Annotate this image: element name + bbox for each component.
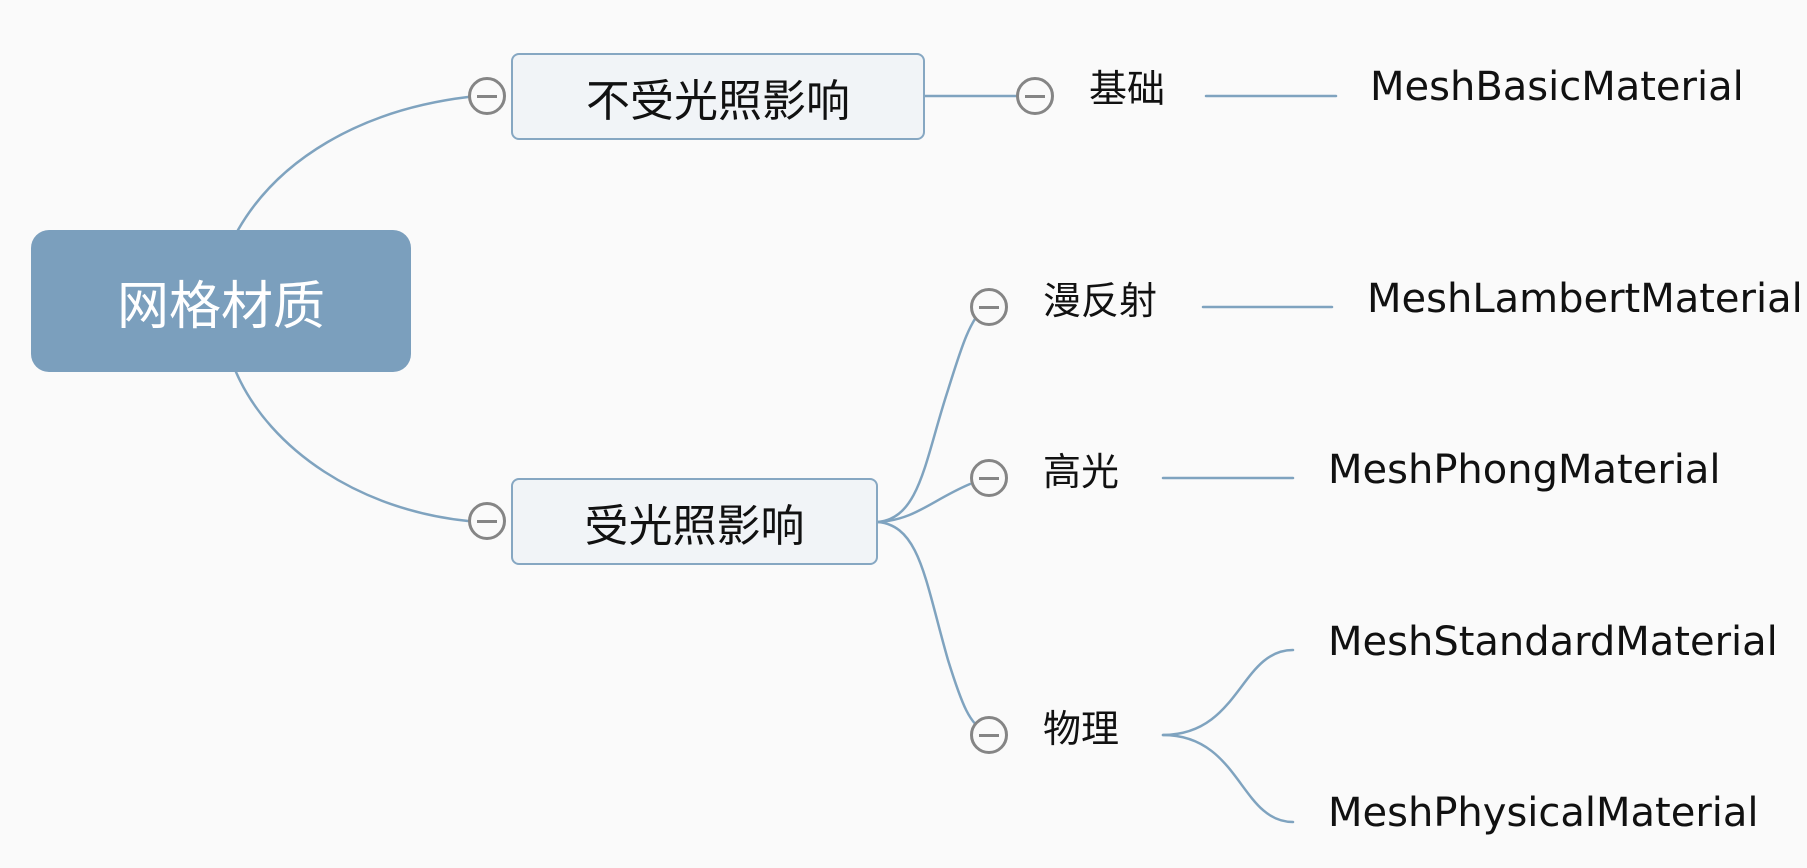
connector-lit-to-diffuse [876, 303, 988, 524]
connector-root-to-lit [234, 370, 470, 523]
leaf-mesh-physical-material[interactable]: MeshPhysicalMaterial [1328, 790, 1759, 836]
collapse-toggle-icon[interactable] [1016, 77, 1054, 115]
collapse-toggle-icon[interactable] [468, 77, 506, 115]
subtopic-physical[interactable]: 物理 [1043, 707, 1120, 751]
root-topic[interactable]: 网格材质 [31, 230, 411, 372]
subtopic-basic[interactable]: 基础 [1089, 67, 1166, 111]
connector-lit-to-physical [876, 520, 988, 734]
subtopic-specular[interactable]: 高光 [1043, 450, 1120, 494]
leaf-mesh-lambert-material[interactable]: MeshLambertMaterial [1367, 276, 1803, 322]
leaf-mesh-standard-material[interactable]: MeshStandardMaterial [1328, 619, 1778, 665]
subtopic-diffuse[interactable]: 漫反射 [1043, 279, 1158, 323]
connector-physical-to-standard [1161, 648, 1295, 737]
collapse-toggle-icon[interactable] [970, 459, 1008, 497]
leaf-mesh-phong-material[interactable]: MeshPhongMaterial [1328, 447, 1721, 493]
collapse-toggle-icon[interactable] [970, 716, 1008, 754]
collapse-toggle-icon[interactable] [970, 288, 1008, 326]
connector-physical-to-physical-leaf [1161, 733, 1295, 824]
connector-root-to-unlit [236, 95, 470, 232]
connector-lit-to-specular [876, 482, 972, 524]
collapse-toggle-icon[interactable] [468, 502, 506, 540]
branch-topic-unlit[interactable]: 不受光照影响 [511, 53, 925, 140]
leaf-mesh-basic-material[interactable]: MeshBasicMaterial [1370, 64, 1744, 110]
branch-topic-lit[interactable]: 受光照影响 [511, 478, 878, 565]
